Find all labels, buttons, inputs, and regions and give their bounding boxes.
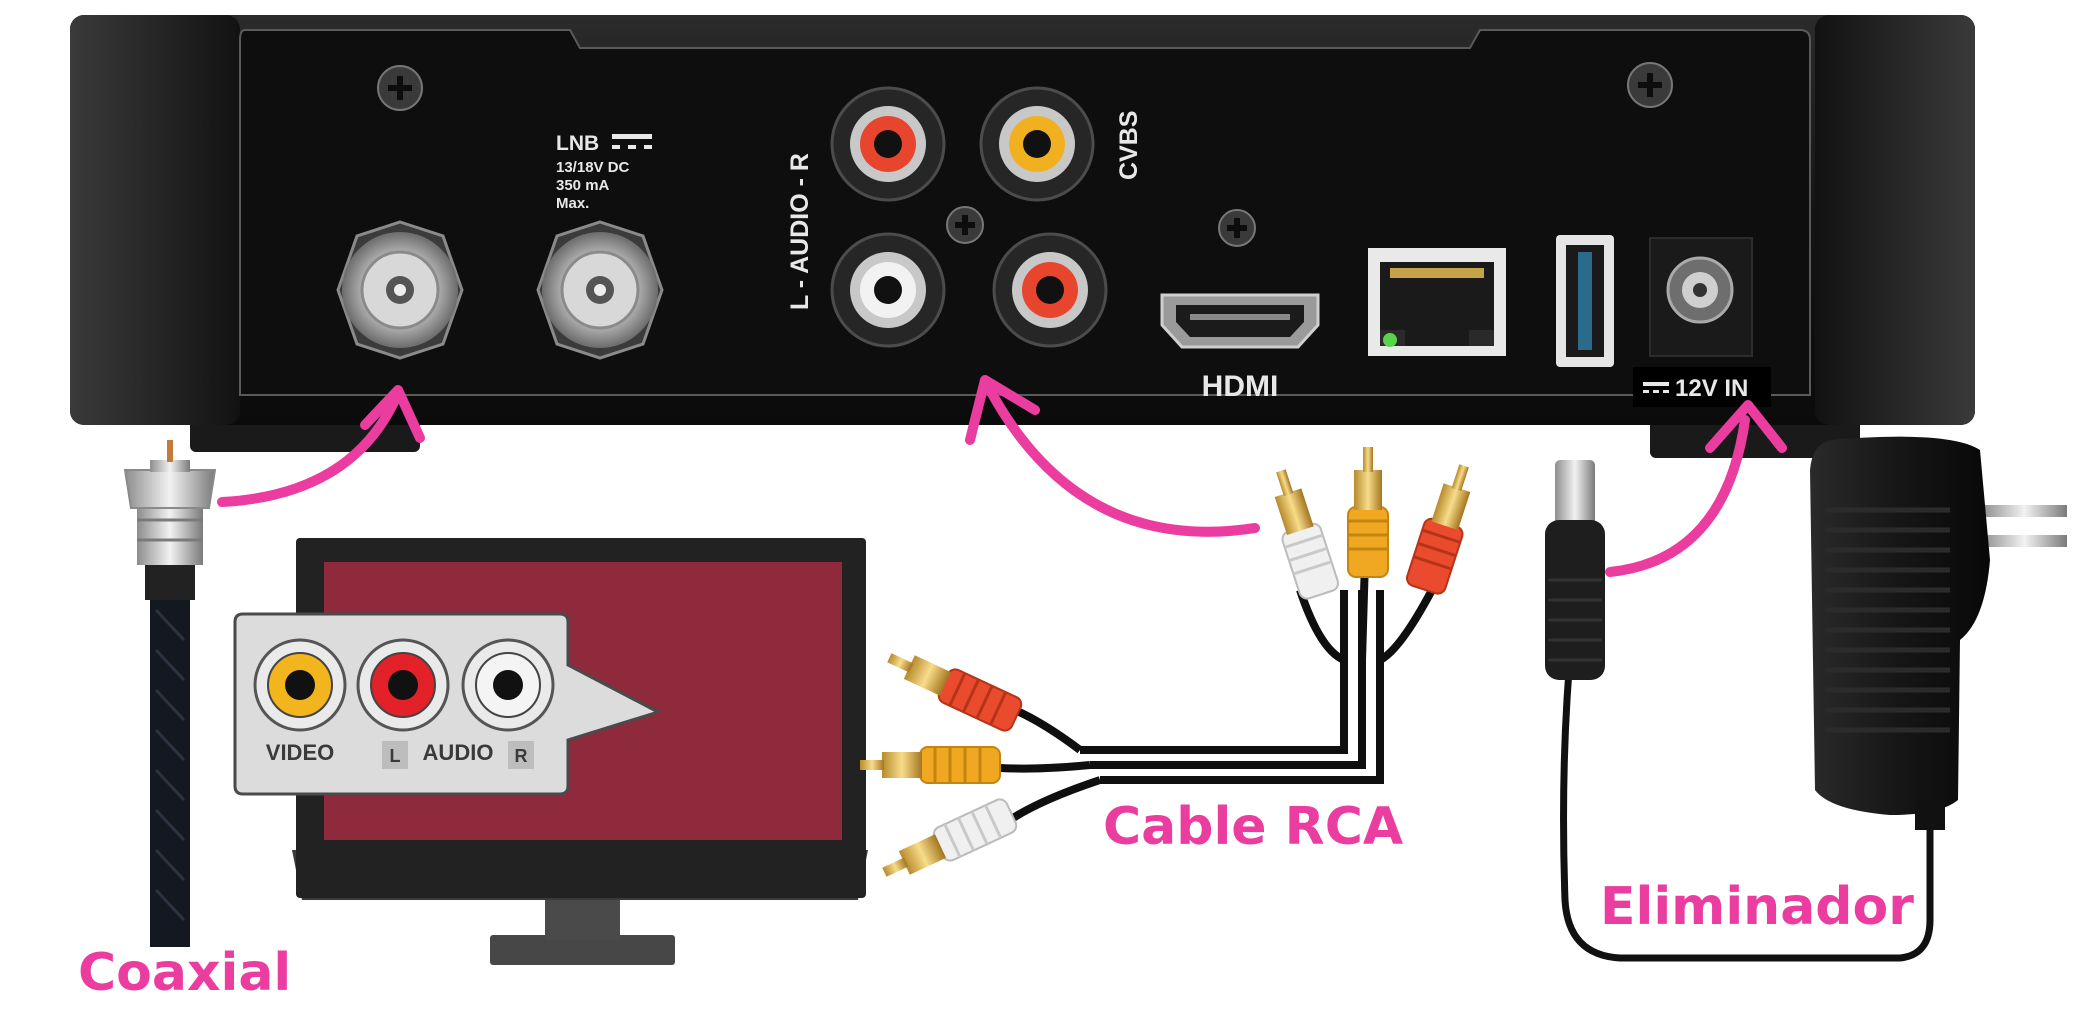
rca-plug-red — [887, 653, 1023, 732]
audio-port-label: L - AUDIO - R — [786, 153, 814, 310]
tv: VIDEO L AUDIO R — [233, 538, 868, 965]
dc-jack-icon — [1649, 237, 1753, 357]
rca-port-icon — [992, 232, 1108, 348]
rca-port-icon — [356, 638, 450, 732]
box-side-right — [1815, 15, 1975, 425]
tv-video-label: VIDEO — [266, 740, 334, 765]
rca-port-icon — [830, 232, 946, 348]
rca-plug-red — [1405, 464, 1471, 595]
barrel-plug-tip — [1555, 460, 1595, 530]
coaxial-label: Coaxial — [78, 943, 291, 1003]
cvbs-label: CVBS — [1115, 111, 1143, 180]
power-in-label: 12V IN — [1675, 375, 1748, 402]
tv-stand-base — [490, 935, 675, 965]
box-side-left — [70, 15, 240, 425]
rca-plug-yellow — [860, 746, 1001, 784]
tv-input-panel: VIDEO L AUDIO R — [233, 612, 662, 796]
tv-right-badge — [508, 741, 534, 769]
arrow-icon — [217, 385, 425, 507]
tv-left-label: L — [390, 746, 401, 766]
rca-plug-yellow — [1347, 447, 1389, 578]
ethernet-port-icon — [1368, 248, 1506, 356]
rca-port-icon — [253, 638, 347, 732]
rca-port-icon — [830, 86, 946, 202]
usb-port-icon — [1556, 235, 1614, 367]
cable-rca-label: Cable RCA — [1103, 797, 1403, 857]
arrow-icon — [965, 375, 1260, 537]
rca-cable — [860, 447, 1471, 877]
adapter-body — [1810, 436, 1990, 815]
tv-left-badge — [382, 741, 408, 769]
hdmi-port-icon — [1160, 293, 1320, 349]
lnb-max: Max. — [556, 195, 589, 212]
lnb-voltage: 13/18V DC — [556, 159, 630, 176]
coax-port-icon — [336, 220, 464, 360]
hdmi-label: HDMI — [1202, 370, 1279, 403]
arrow-icon — [1605, 400, 1787, 577]
coaxial-cable — [123, 440, 217, 947]
rca-plug-white — [1274, 469, 1340, 600]
power-adapter — [1545, 436, 2067, 962]
lnb-current: 350 mA — [556, 177, 610, 194]
dc-symbol-icon — [1643, 382, 1669, 393]
lnb-title: LNB — [556, 132, 599, 155]
tv-audio-label: AUDIO — [423, 740, 494, 765]
coax-port-icon — [536, 220, 664, 360]
adapter-prong-top — [1982, 505, 2067, 517]
adapter-prong-bottom — [1982, 535, 2067, 547]
screw-icon — [377, 65, 423, 111]
eliminador-label: Eliminador — [1600, 877, 1914, 937]
screw-icon — [946, 206, 984, 244]
set-top-box: LNB 13/18V DC 350 mA Max. L - AUDIO - R — [70, 15, 1975, 458]
dc-symbol-icon — [612, 134, 652, 149]
screw-icon — [1627, 62, 1673, 108]
rca-plug-white — [882, 798, 1018, 877]
tv-stand-neck — [545, 895, 620, 940]
rca-port-icon — [461, 638, 555, 732]
rca-port-icon — [979, 86, 1095, 202]
screw-icon — [1218, 209, 1256, 247]
tv-right-label: R — [515, 746, 528, 766]
